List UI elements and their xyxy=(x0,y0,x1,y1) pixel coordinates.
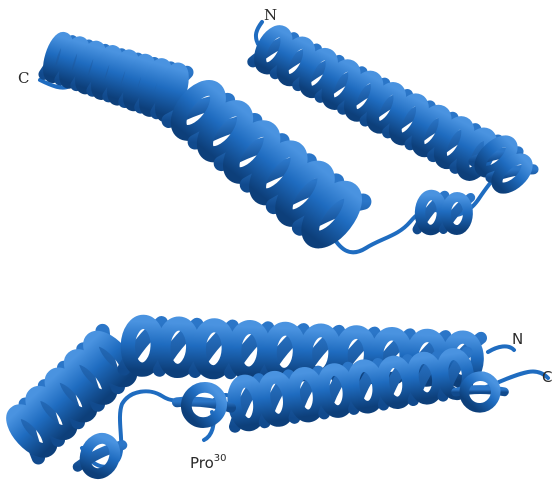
bottom-c-terminus-label: C xyxy=(542,368,552,386)
bottom-panel-structure: N C Pro30 xyxy=(7,321,552,478)
pro30-label: Pro30 xyxy=(190,453,227,472)
bottom-n-terminus-label: N xyxy=(512,330,523,348)
top-panel-structure: C N xyxy=(18,6,533,252)
top-n-terminus-label: N xyxy=(264,6,277,24)
top-c-terminus-label: C xyxy=(18,69,29,87)
